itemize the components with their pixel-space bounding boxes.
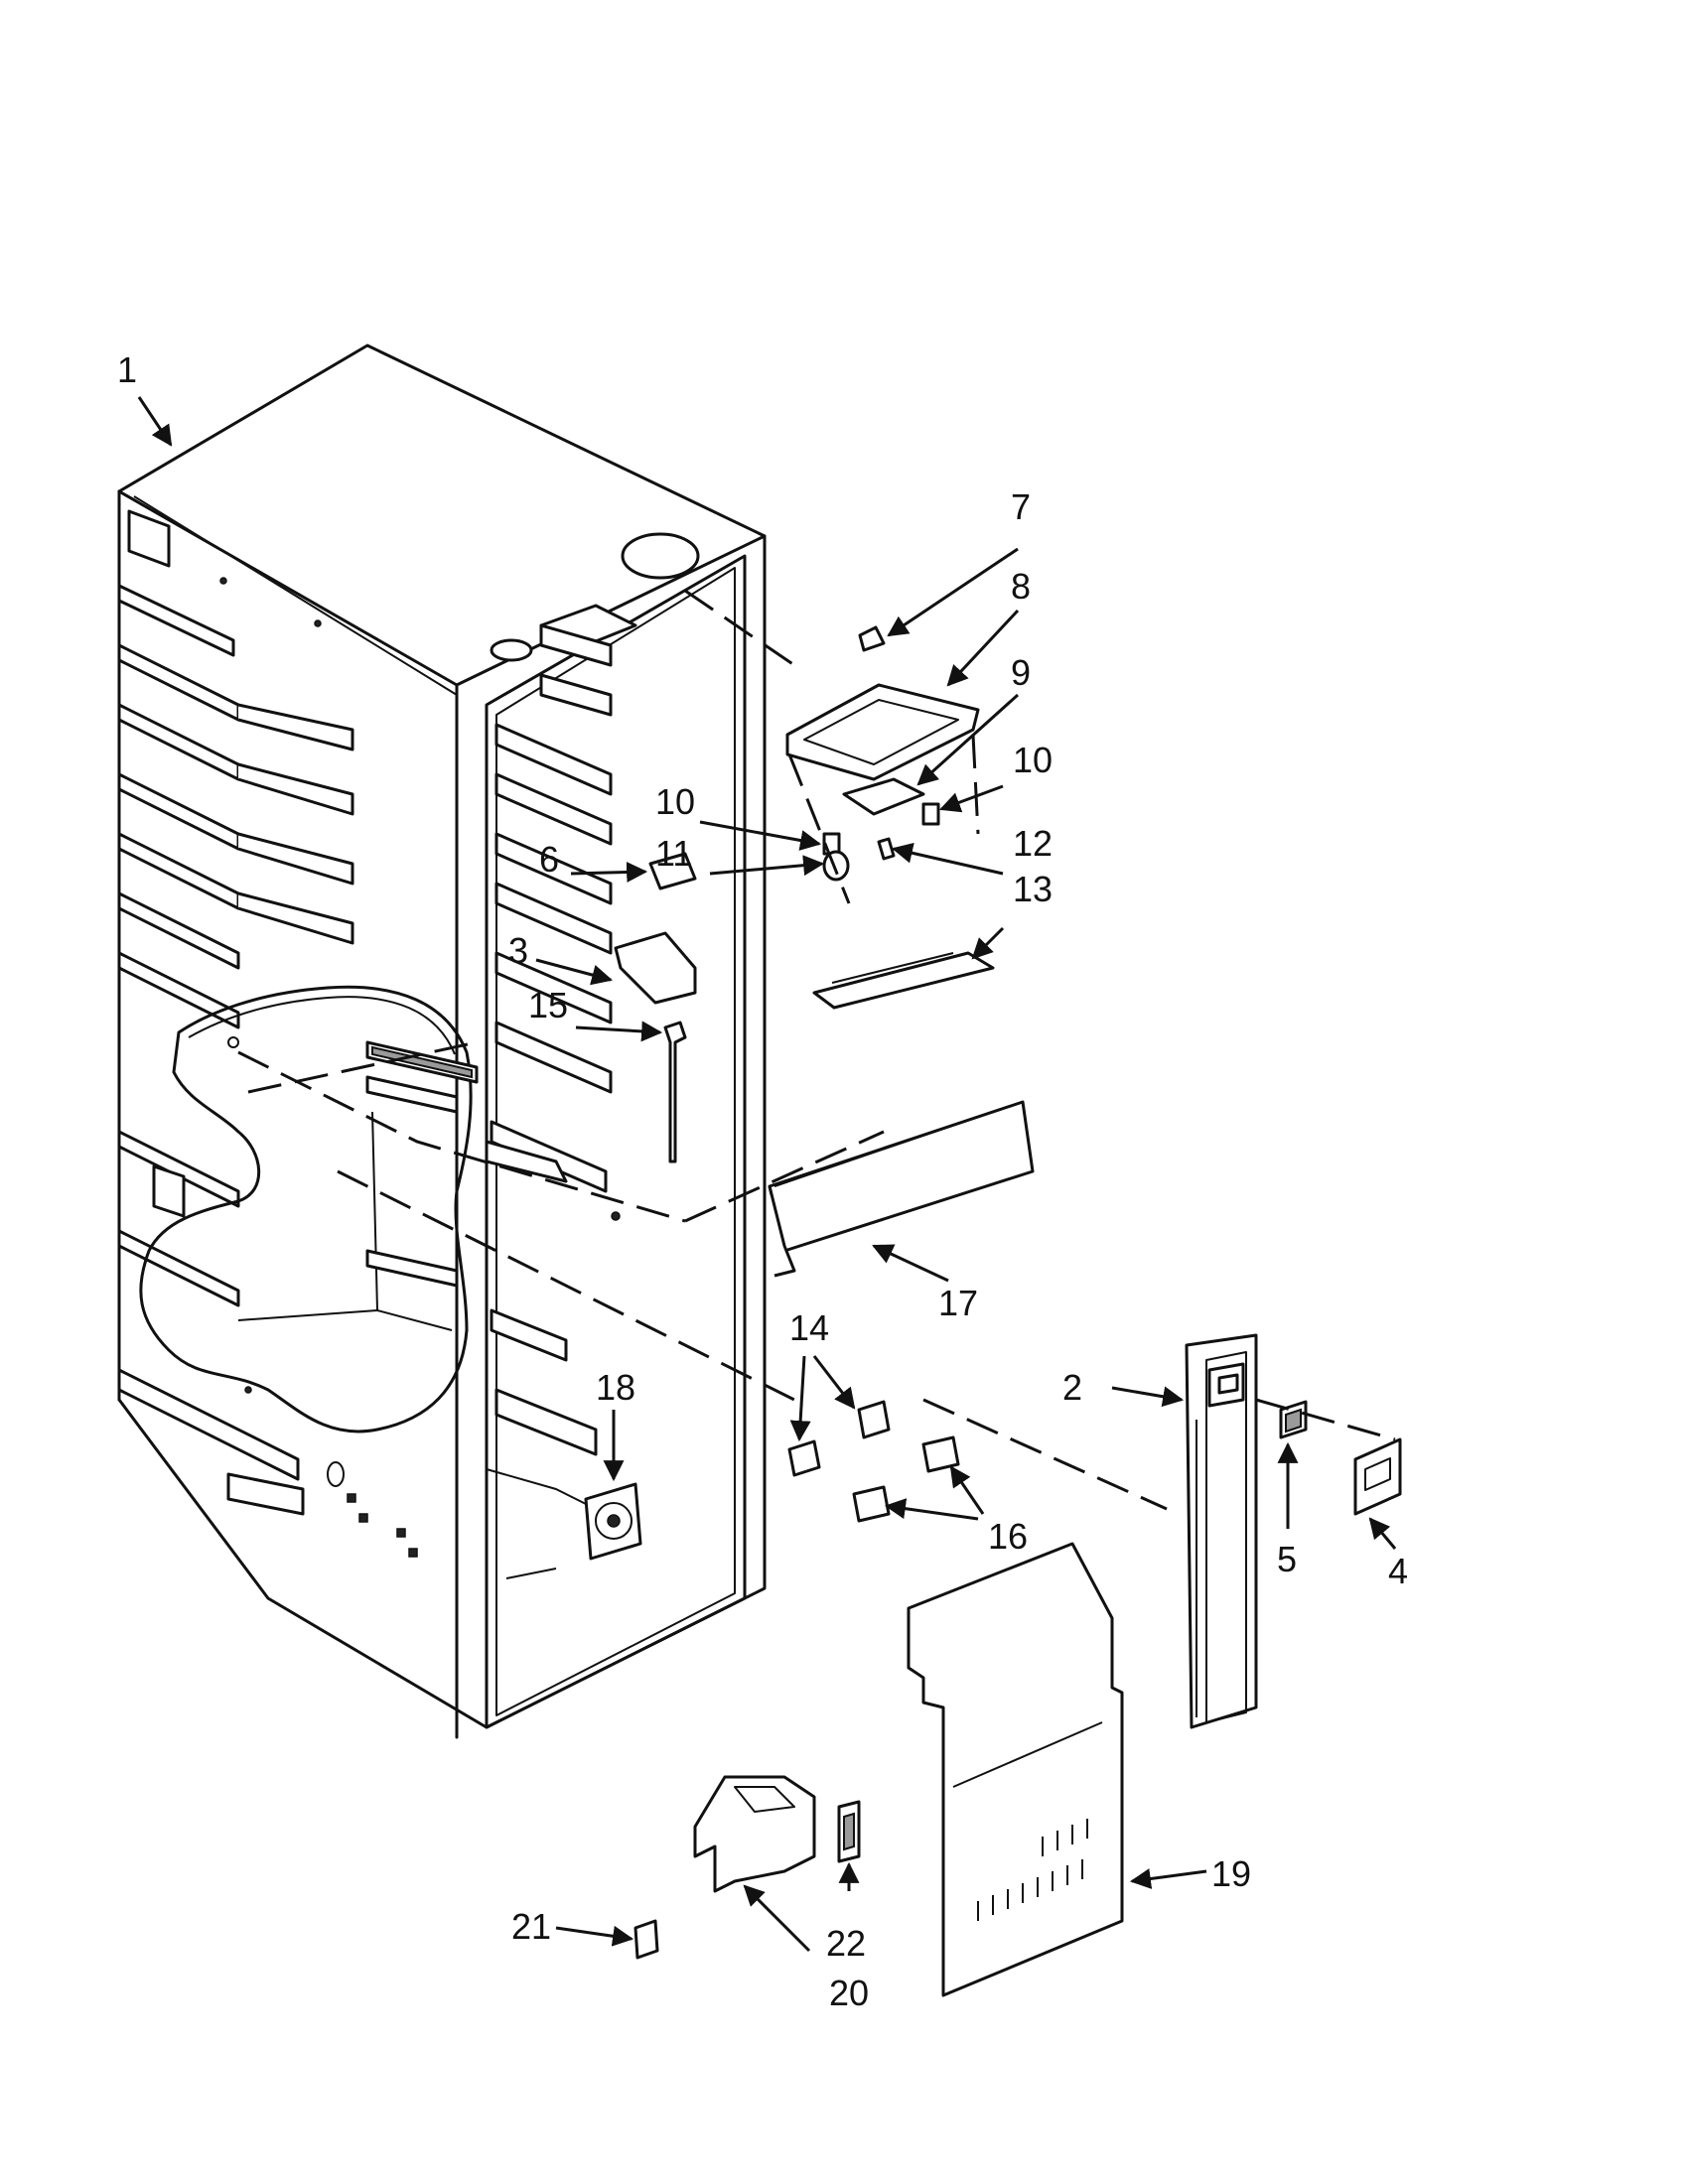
callout-15: 15 xyxy=(528,985,568,1025)
callout-6: 6 xyxy=(539,839,559,880)
light-housing-assembly xyxy=(785,625,995,1010)
small-parts xyxy=(633,1800,861,1960)
part-16-fastener-b xyxy=(852,1485,891,1523)
callout-7: 7 xyxy=(1011,486,1031,527)
callout-10a: 10 xyxy=(655,781,695,822)
callout-13: 13 xyxy=(1013,869,1053,909)
callout-17: 17 xyxy=(938,1283,978,1323)
callout-21: 21 xyxy=(511,1906,551,1947)
part-7-clip xyxy=(858,625,886,652)
alignment-lines xyxy=(237,589,1396,1511)
part-14-damper-b xyxy=(787,1439,821,1477)
callout-8: 8 xyxy=(1011,566,1031,607)
control-knob xyxy=(1279,1400,1308,1439)
part-8-housing xyxy=(785,683,980,781)
shelf-rails-right xyxy=(490,623,613,1362)
callout-20: 20 xyxy=(829,1973,869,2013)
evaporator-fan xyxy=(584,1482,642,1561)
shelf-rails-left xyxy=(117,584,354,1481)
control-panel-housing xyxy=(1185,1333,1258,1729)
leader-lines xyxy=(137,396,1397,1953)
part-6-switch xyxy=(648,852,697,890)
part-9-lens xyxy=(842,777,925,816)
part-11-bulb xyxy=(822,850,850,882)
callout-4: 4 xyxy=(1388,1551,1408,1591)
damper-parts xyxy=(787,1400,960,1523)
callout-3: 3 xyxy=(508,930,528,971)
callout-2: 2 xyxy=(1062,1367,1082,1408)
air-channel xyxy=(768,1100,1035,1278)
part-3-bracket xyxy=(614,931,697,1005)
cutaway-view xyxy=(139,985,479,1433)
callout-labels: 1 2 3 4 5 6 7 8 9 10 10 11 12 13 14 15 1… xyxy=(117,349,1408,2013)
callout-10b: 10 xyxy=(1013,740,1053,780)
part-16-fastener-a xyxy=(921,1435,960,1473)
vent-slots xyxy=(977,1819,1088,1921)
cabinet-liner xyxy=(117,343,767,1739)
callout-5: 5 xyxy=(1277,1539,1297,1579)
callout-11: 11 xyxy=(655,833,692,874)
callout-14: 14 xyxy=(789,1307,829,1348)
callout-1: 1 xyxy=(117,349,137,390)
callout-12: 12 xyxy=(1013,823,1053,864)
part-12-socket xyxy=(877,837,896,861)
rear-cover xyxy=(907,1542,1124,1997)
part-13-cover xyxy=(812,951,995,1010)
callout-19: 19 xyxy=(1211,1853,1251,1894)
part-21-clip xyxy=(633,1919,659,1960)
part-15-thermistor xyxy=(663,1021,687,1163)
callout-16: 16 xyxy=(988,1516,1028,1557)
control-cover xyxy=(1353,1437,1402,1516)
callout-9: 9 xyxy=(1011,652,1031,693)
callout-22: 22 xyxy=(826,1923,866,1964)
callout-18: 18 xyxy=(596,1367,635,1408)
sensor-parts xyxy=(614,852,697,1163)
fan-bracket xyxy=(693,1775,816,1893)
part-14-damper-a xyxy=(857,1400,891,1439)
part-10-screw-b xyxy=(921,802,940,826)
